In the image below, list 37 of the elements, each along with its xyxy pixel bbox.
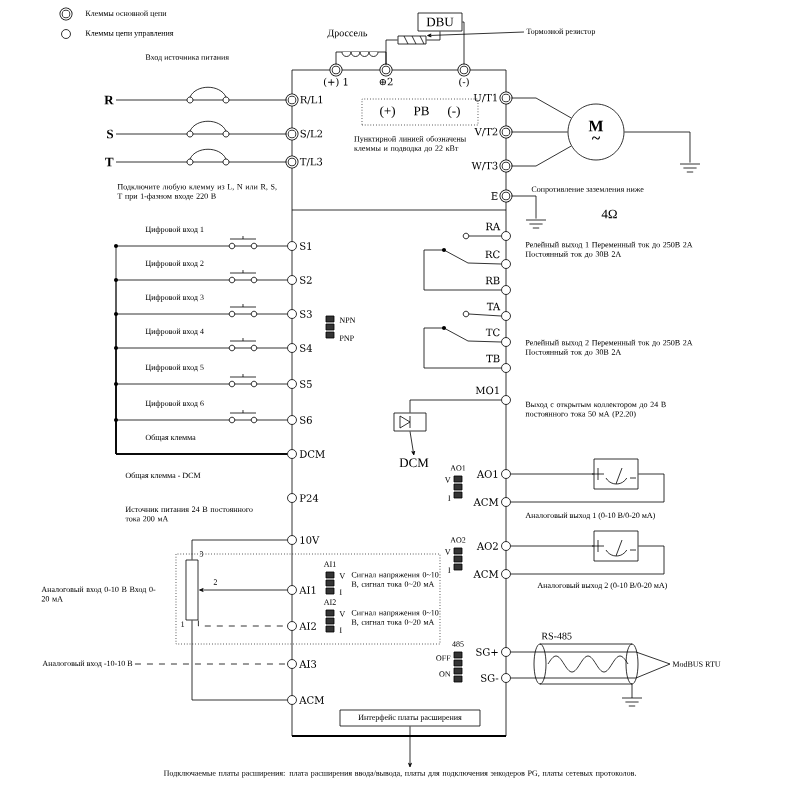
wire (115, 161, 287, 163)
wire (511, 97, 572, 119)
wire (423, 327, 502, 369)
meter-symbol (591, 530, 639, 562)
wire (115, 419, 288, 455)
wire (115, 99, 287, 101)
wire (335, 51, 387, 65)
wire (510, 663, 671, 679)
wire (134, 663, 288, 665)
wire (510, 545, 665, 575)
wire (624, 131, 691, 163)
arrow (408, 726, 412, 768)
wire (423, 249, 502, 291)
wire (198, 620, 288, 627)
wire (510, 473, 594, 475)
wire (510, 651, 671, 665)
wire (115, 133, 287, 135)
wire (510, 545, 594, 547)
wire (385, 39, 398, 65)
wire (462, 21, 465, 65)
wire (409, 399, 502, 413)
relay-coil (393, 412, 427, 432)
arrow (199, 588, 288, 592)
wire (511, 145, 572, 167)
ground-symbol (679, 163, 701, 173)
resistor-symbol (397, 35, 427, 45)
wire (191, 620, 288, 701)
meter-symbol (591, 458, 639, 490)
leader-line (427, 31, 525, 38)
wire (191, 539, 288, 560)
potentiometer-symbol (185, 559, 199, 621)
arrow (409, 431, 416, 456)
ground-symbol (525, 219, 547, 229)
wire (426, 31, 441, 41)
wire (511, 195, 537, 219)
wire (511, 131, 568, 133)
wire (510, 473, 665, 503)
